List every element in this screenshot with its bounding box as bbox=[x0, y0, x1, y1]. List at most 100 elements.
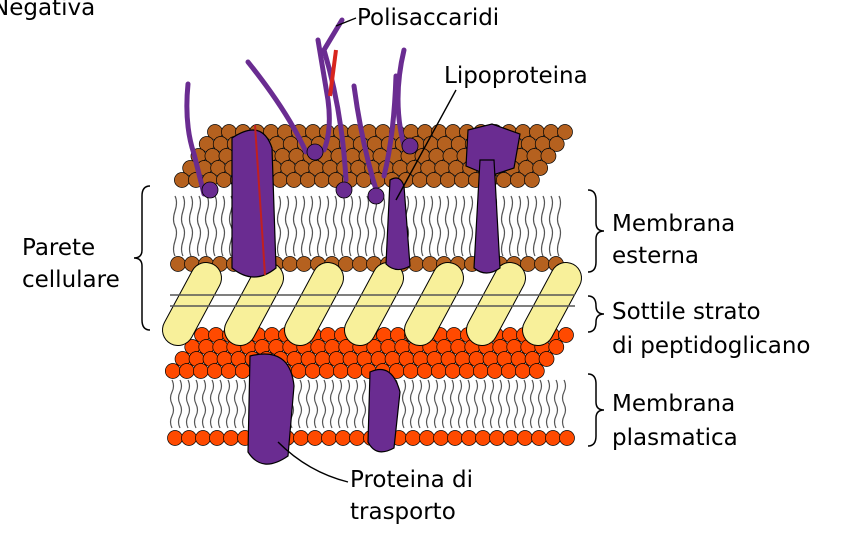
lps-head bbox=[426, 173, 441, 188]
transport-protein-2 bbox=[368, 370, 400, 452]
outer-inner-head bbox=[535, 257, 550, 272]
lipid-tail bbox=[355, 380, 358, 428]
polysaccharide-base bbox=[402, 138, 418, 154]
lipid-tail bbox=[315, 380, 318, 428]
lipid-tail bbox=[326, 196, 329, 256]
lipid-tail bbox=[459, 380, 462, 428]
lipid-tail bbox=[534, 196, 537, 256]
label-membrana-plasmatica-line2: plasmatica bbox=[612, 424, 738, 452]
lps-head bbox=[286, 173, 301, 188]
lipid-tail bbox=[454, 196, 457, 256]
lipid-tail bbox=[558, 196, 561, 256]
lipid-tail bbox=[502, 196, 505, 256]
lipid-tail bbox=[523, 380, 526, 428]
plasma-head bbox=[193, 364, 208, 379]
lipid-tail bbox=[419, 380, 422, 428]
lipid-tail bbox=[294, 196, 297, 256]
plasma-head bbox=[476, 431, 491, 446]
lipid-tail bbox=[366, 196, 369, 256]
lps-head bbox=[300, 173, 315, 188]
plasma-head bbox=[518, 431, 533, 446]
plasma-head bbox=[515, 364, 530, 379]
lipid-tail bbox=[467, 380, 470, 428]
label-proteina-line2: trasporto bbox=[350, 498, 456, 526]
peptidoglycan-rod bbox=[240, 278, 268, 330]
brace-parete-cellulare bbox=[134, 186, 150, 330]
peptidoglycan-rod bbox=[420, 278, 448, 330]
plasma-head bbox=[490, 431, 505, 446]
label-membrana-esterna-line2: esterna bbox=[612, 242, 699, 270]
lps-head bbox=[524, 173, 539, 188]
label-peptidoglicano-line2: di peptidoglicano bbox=[612, 332, 811, 360]
lipid-tail bbox=[526, 196, 529, 256]
peptidoglycan-rod bbox=[178, 278, 206, 330]
transport-protein-1 bbox=[248, 354, 294, 464]
peptidoglycan-rod bbox=[300, 278, 328, 330]
lipid-tail bbox=[435, 380, 438, 428]
brace-membrana-esterna bbox=[588, 190, 604, 272]
lipid-tail bbox=[518, 196, 521, 256]
lipid-tail bbox=[515, 380, 518, 428]
lipid-tail bbox=[510, 196, 513, 256]
lipid-tail bbox=[347, 380, 350, 428]
lipid-tail bbox=[307, 380, 310, 428]
lipid-tail bbox=[278, 196, 281, 256]
lipid-tail bbox=[350, 196, 353, 256]
lipid-tail bbox=[286, 196, 289, 256]
plasma-head bbox=[539, 352, 554, 367]
polysaccharide-chain bbox=[398, 50, 404, 146]
lps-head bbox=[496, 173, 511, 188]
lipid-tail bbox=[483, 380, 486, 428]
lipid-tail bbox=[174, 196, 177, 256]
plasma-head bbox=[207, 364, 222, 379]
peptidoglycan-rod bbox=[538, 278, 566, 330]
plasma-head bbox=[322, 431, 337, 446]
lipid-tail bbox=[507, 380, 510, 428]
lps-head bbox=[412, 173, 427, 188]
lipid-tail bbox=[190, 196, 193, 256]
plasma-head bbox=[294, 431, 309, 446]
plasma-head bbox=[501, 364, 516, 379]
lipid-tail bbox=[555, 380, 558, 428]
lipid-tail bbox=[422, 196, 425, 256]
plasma-head bbox=[462, 431, 477, 446]
plasma-head bbox=[549, 340, 564, 355]
lipid-tail bbox=[235, 380, 238, 428]
lipid-tail bbox=[414, 196, 417, 256]
outer-membrane-porin bbox=[232, 130, 276, 277]
label-membrana-plasmatica-line1: Membrana bbox=[612, 390, 735, 418]
lipid-tail bbox=[214, 196, 217, 256]
plasma-head bbox=[196, 431, 211, 446]
label-parete-line2: cellulare bbox=[22, 266, 120, 294]
plasma-head bbox=[403, 364, 418, 379]
plasma-head bbox=[546, 431, 561, 446]
lipid-tail bbox=[211, 380, 214, 428]
lipid-tail bbox=[331, 380, 334, 428]
lipid-tail bbox=[374, 196, 377, 256]
lipid-tail bbox=[179, 380, 182, 428]
plasma-head bbox=[434, 431, 449, 446]
lipid-tail bbox=[318, 196, 321, 256]
lipid-tail bbox=[403, 380, 406, 428]
lipid-tail bbox=[227, 380, 230, 428]
lipid-tail bbox=[171, 380, 174, 428]
outer-inner-head bbox=[297, 257, 312, 272]
outer-inner-head bbox=[353, 257, 368, 272]
plasma-head bbox=[406, 431, 421, 446]
plasma-head bbox=[224, 431, 239, 446]
label-lipoproteina: Lipoproteina bbox=[444, 62, 588, 90]
outer-inner-head bbox=[283, 257, 298, 272]
polysaccharide-base bbox=[368, 188, 384, 204]
plasma-head bbox=[168, 431, 183, 446]
plasma-head bbox=[473, 364, 488, 379]
lipid-tail bbox=[451, 380, 454, 428]
polysaccharide-base bbox=[202, 182, 218, 198]
outer-inner-head bbox=[171, 257, 186, 272]
lps-head bbox=[440, 173, 455, 188]
lps-head bbox=[510, 173, 525, 188]
lps-head bbox=[216, 173, 231, 188]
peptidoglycan-rod bbox=[360, 278, 388, 330]
plasma-head bbox=[448, 431, 463, 446]
plasma-head bbox=[336, 431, 351, 446]
lipid-tail bbox=[475, 380, 478, 428]
